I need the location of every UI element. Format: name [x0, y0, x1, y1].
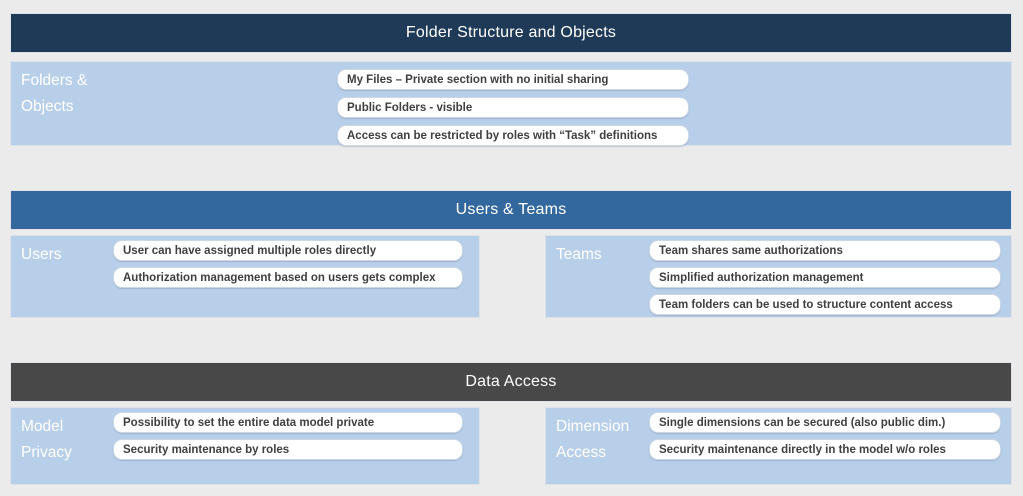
info-box-user-roles: User can have assigned multiple roles di…	[113, 240, 463, 261]
info-box-model-private: Possibility to set the entire data model…	[113, 412, 463, 433]
info-box-single-dimensions: Single dimensions can be secured (also p…	[649, 412, 1001, 433]
panel-teams: Teams Team shares same authorizations Si…	[545, 235, 1012, 318]
dimension-access-item-list: Single dimensions can be secured (also p…	[649, 412, 1001, 466]
section-title-data-access: Data Access	[465, 373, 557, 390]
info-box-task-definitions: Access can be restricted by roles with “…	[337, 125, 689, 146]
section-title-folder-structure: Folder Structure and Objects	[405, 24, 617, 41]
info-box-public-folders: Public Folders - visible	[337, 97, 689, 118]
panel-label-teams: Teams	[556, 246, 602, 263]
panel-label-users: Users	[21, 246, 62, 263]
users-item-list: User can have assigned multiple roles di…	[113, 240, 463, 294]
model-privacy-item-list: Possibility to set the entire data model…	[113, 412, 463, 466]
section-header-users-teams: Users & Teams	[10, 190, 1012, 230]
section-title-users-teams: Users & Teams	[455, 201, 567, 218]
info-box-user-authorization: Authorization management based on users …	[113, 267, 463, 288]
panel-dimension-access: Dimension Access Single dimensions can b…	[545, 407, 1012, 485]
panel-label-folders-objects: Folders & Objects	[21, 72, 88, 115]
panel-folders-objects: Folders & Objects My Files – Private sec…	[10, 61, 1012, 146]
info-box-team-folders: Team folders can be used to structure co…	[649, 294, 1001, 315]
info-box-security-roles: Security maintenance by roles	[113, 439, 463, 460]
teams-item-list: Team shares same authorizations Simplifi…	[649, 240, 1001, 321]
info-box-security-wo-roles: Security maintenance directly in the mod…	[649, 439, 1001, 460]
panel-users: Users User can have assigned multiple ro…	[10, 235, 480, 318]
folders-objects-item-list: My Files – Private section with no initi…	[337, 69, 689, 153]
section-header-folder-structure: Folder Structure and Objects	[10, 13, 1012, 53]
info-box-simplified-management: Simplified authorization management	[649, 267, 1001, 288]
panel-label-model-privacy: Model Privacy	[21, 418, 72, 461]
section-header-data-access: Data Access	[10, 362, 1012, 402]
info-box-team-authorizations: Team shares same authorizations	[649, 240, 1001, 261]
panel-label-dimension-access: Dimension Access	[556, 418, 630, 461]
info-box-my-files: My Files – Private section with no initi…	[337, 69, 689, 90]
panel-model-privacy: Model Privacy Possibility to set the ent…	[10, 407, 480, 485]
